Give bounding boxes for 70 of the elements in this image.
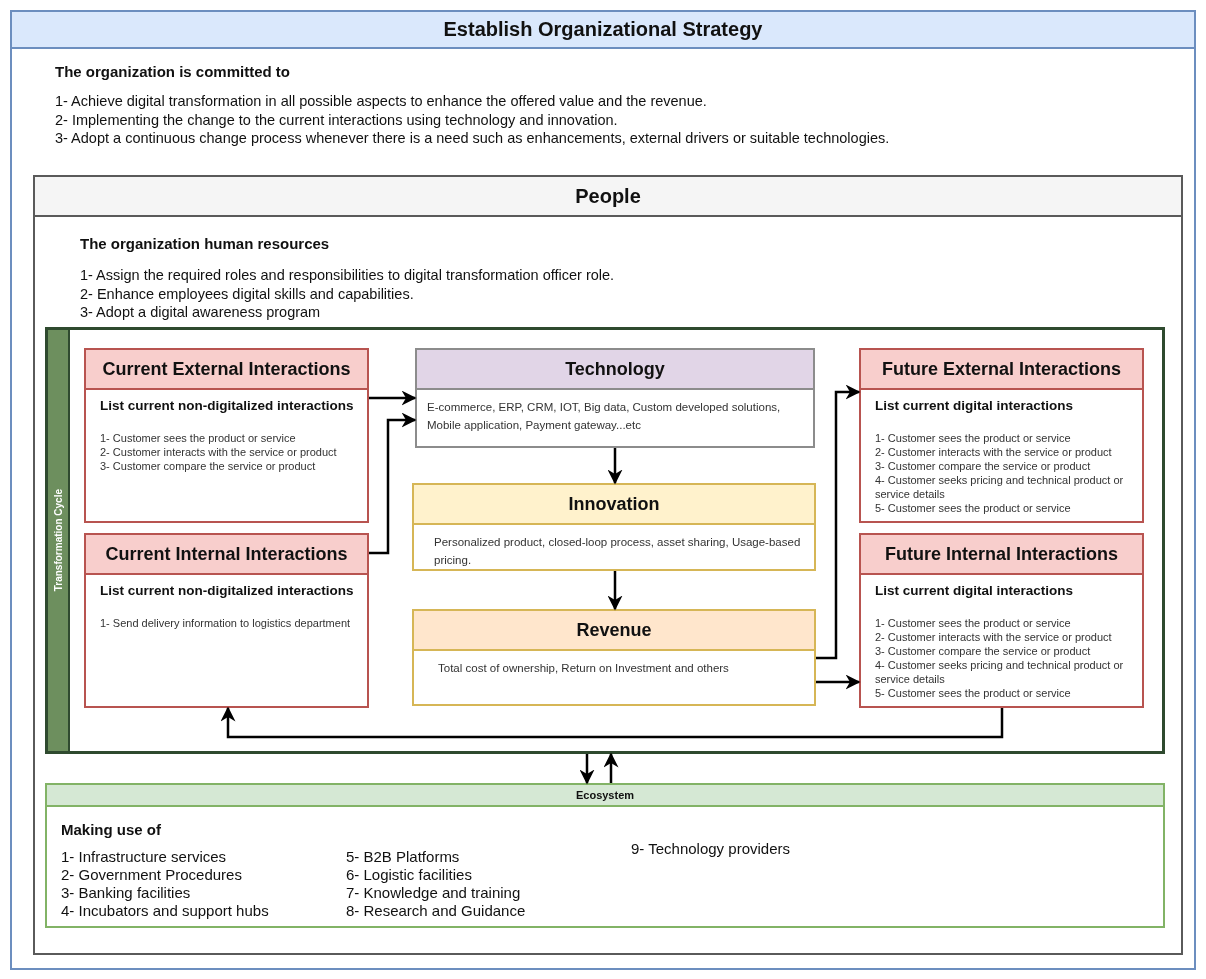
list-item: 1- Send delivery information to logistics department [100, 616, 352, 630]
list-item: 1- Achieve digital transformation in all possible aspects to enhance the offered value and the revenue. [55, 92, 708, 111]
card-subheading: List current non-digitalized interactions [100, 583, 355, 598]
interaction-card [84, 533, 369, 708]
arrow [369, 390, 417, 406]
topic-card [412, 483, 816, 571]
arrow [579, 754, 595, 785]
list-item: 1- Infrastructure services [61, 848, 228, 866]
list-item: 5- Customer sees the product or service [875, 501, 1072, 515]
list-item: 3- Banking facilities [61, 884, 192, 902]
list-item: 2- Customer interacts with the service or product [100, 445, 338, 459]
list-item: 3- Adopt a continuous change process whenever there is a need such as enhancements, external drivers or suitable technologies. [55, 129, 891, 148]
side-bar-label: Transformation Cycle [52, 489, 64, 592]
list-item: 7- Knowledge and training [346, 884, 522, 902]
section-header: Establish Organizational Strategy [12, 12, 1194, 49]
list-item: 4- Customer seeks pricing and technical product or service details [875, 658, 1125, 686]
arrow [369, 412, 417, 555]
list-item: 1- Customer sees the product or service [100, 431, 297, 445]
arrow [816, 384, 861, 660]
list-item: 5- Customer sees the product or service [875, 686, 1072, 700]
interaction-card [84, 348, 369, 523]
list-item: 2- Implementing the change to the current interactions using technology and innovation. [55, 110, 619, 129]
card-header: Current Internal Interactions [86, 535, 367, 575]
card-subheading: List current digital interactions [875, 398, 1075, 413]
card-header: Technology [417, 350, 813, 390]
arrow [816, 674, 861, 690]
section-subheading: The organization is committed to [55, 63, 291, 80]
card-text: Personalized product, closed-loop process, asset sharing, Usage-based pricing. [434, 535, 802, 568]
card-header: Innovation [414, 485, 814, 525]
card-subheading: List current digital interactions [875, 583, 1075, 598]
arrow [220, 706, 1004, 739]
list-item: 3- Customer compare the service or product [100, 459, 317, 473]
list-item: 1- Assign the required roles and responsibilities to digital transformation officer role. [80, 266, 616, 285]
ecosystem-panel [45, 783, 1165, 928]
section-header: People [35, 177, 1181, 217]
card-text: E-commerce, ERP, CRM, IOT, Big data, Custom developed solutions, Mobile application, Payment gateway...etc [427, 400, 782, 433]
list-item: 4- Incubators and support hubs [61, 902, 270, 920]
card-header: Current External Interactions [86, 350, 367, 390]
list-item: 6- Logistic facilities [346, 866, 473, 884]
section-subheading: Making use of [61, 821, 162, 838]
arrow [607, 448, 623, 485]
card-header: Future Internal Interactions [861, 535, 1142, 575]
arrow [603, 752, 619, 783]
topic-card [415, 348, 815, 448]
card-header: Revenue [414, 611, 814, 651]
card-subheading: List current non-digitalized interactions [100, 398, 355, 413]
list-item: 3- Adopt a digital awareness program [80, 303, 322, 322]
list-item: 3- Customer compare the service or product [875, 459, 1092, 473]
interaction-card [859, 533, 1144, 708]
list-item: 1- Customer sees the product or service [875, 431, 1072, 445]
list-item: 2- Customer interacts with the service or product [875, 445, 1113, 459]
list-item: 2- Enhance employees digital skills and capabilities. [80, 284, 415, 303]
list-item: 4- Customer seeks pricing and technical product or service details [875, 473, 1125, 501]
card-header: Future External Interactions [861, 350, 1142, 390]
list-item: 5- B2B Platforms [346, 848, 461, 866]
section-header: Ecosystem [47, 785, 1163, 807]
card-text: Total cost of ownership, Return on Investment and others [438, 661, 730, 676]
arrow [607, 571, 623, 611]
list-item: 2- Government Procedures [61, 866, 243, 884]
list-item: 2- Customer interacts with the service or product [875, 630, 1113, 644]
list-item: 8- Research and Guidance [346, 902, 527, 920]
list-item: 3- Customer compare the service or product [875, 644, 1092, 658]
interaction-card [859, 348, 1144, 523]
cycle-panel [45, 327, 1165, 754]
list-item: 1- Customer sees the product or service [875, 616, 1072, 630]
section-subheading: The organization human resources [80, 235, 331, 252]
list-item: 9- Technology providers [631, 840, 791, 858]
section-panel [10, 10, 1196, 970]
topic-card [412, 609, 816, 706]
section-panel [33, 175, 1183, 955]
